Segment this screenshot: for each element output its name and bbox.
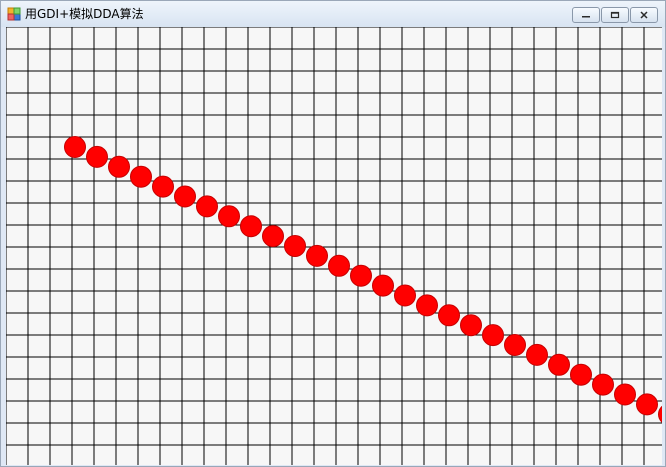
dda-point — [570, 363, 592, 386]
dda-point — [526, 343, 548, 366]
dda-point — [240, 215, 262, 238]
dda-point — [152, 175, 174, 198]
dda-point — [438, 304, 460, 327]
minimize-button[interactable] — [572, 7, 600, 23]
dda-point — [306, 244, 328, 267]
dda-point — [394, 284, 416, 307]
dda-point — [482, 324, 504, 347]
canvas-background — [6, 27, 662, 465]
dda-point — [86, 145, 108, 168]
dda-point — [416, 294, 438, 317]
title-bar[interactable]: 用GDI+模拟DDA算法 — [1, 1, 665, 27]
dda-point — [196, 195, 218, 218]
dda-point — [636, 393, 658, 416]
close-icon — [640, 11, 648, 19]
dda-point — [130, 165, 152, 188]
dda-point — [614, 383, 636, 406]
dda-point — [504, 334, 526, 356]
dda-point — [218, 205, 240, 228]
maximize-icon — [610, 11, 620, 19]
dda-point — [350, 264, 372, 287]
dda-point — [64, 136, 86, 158]
window-title: 用GDI+模拟DDA算法 — [25, 7, 144, 21]
dda-point — [328, 254, 350, 277]
app-icon[interactable] — [7, 7, 21, 21]
dda-point — [174, 185, 196, 208]
window-controls — [572, 7, 658, 23]
dda-canvas[interactable] — [6, 27, 662, 465]
drawing-area[interactable] — [6, 27, 662, 465]
dda-point — [108, 155, 130, 178]
minimize-icon — [582, 16, 590, 18]
dda-point — [284, 235, 306, 257]
dda-point — [460, 314, 482, 337]
dda-point — [548, 353, 570, 376]
dda-point — [262, 225, 284, 248]
maximize-button[interactable] — [601, 7, 629, 23]
dda-point — [372, 274, 394, 297]
dda-point — [658, 405, 662, 423]
close-button[interactable] — [630, 7, 658, 23]
dda-point — [592, 373, 614, 396]
